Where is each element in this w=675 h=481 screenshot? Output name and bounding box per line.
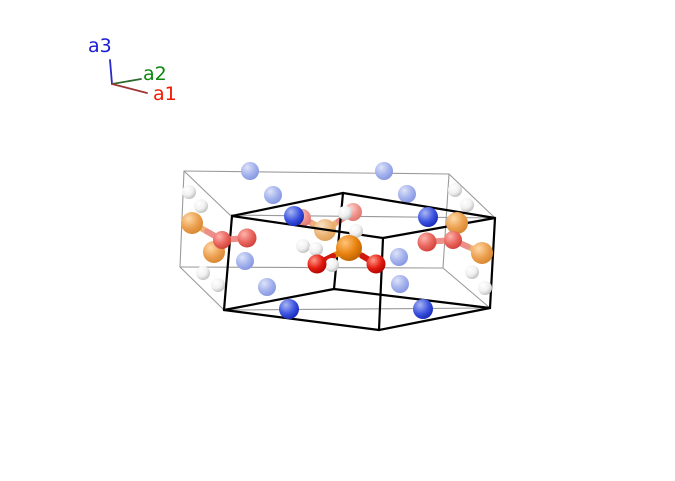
atom-red[interactable] [307, 254, 327, 274]
unit-cell-edge [442, 173, 450, 269]
a2-axis-line [111, 78, 142, 85]
unit-cell-edge [222, 308, 381, 332]
axis-widget [109, 59, 148, 94]
atom-white[interactable] [296, 239, 310, 253]
atom-white[interactable] [196, 266, 210, 280]
atom-red-soft[interactable] [237, 228, 257, 248]
unit-cell-edge [183, 170, 231, 216]
atom-blue[interactable] [418, 207, 438, 227]
atom-white[interactable] [182, 185, 196, 199]
atom-white[interactable] [349, 224, 363, 238]
atom-orange-soft[interactable] [446, 212, 468, 234]
atom-orange-soft[interactable] [471, 242, 493, 264]
unit-cell-edge [442, 267, 491, 309]
atom-blue-faded[interactable] [391, 275, 409, 293]
axis-label-a3: a3 [88, 35, 112, 57]
unit-cell-edge [341, 191, 497, 220]
unit-cell-edge [183, 170, 450, 175]
axis-label-a1: a1 [153, 83, 177, 105]
atom-red-soft[interactable] [417, 232, 437, 252]
atom-white[interactable] [211, 278, 225, 292]
atom-white[interactable] [194, 199, 208, 213]
atom-white[interactable] [478, 281, 492, 295]
unit-cell-edge [230, 191, 345, 218]
atom-orange-soft[interactable] [181, 212, 203, 234]
atom-white[interactable] [465, 265, 479, 279]
unit-cell-edge [222, 214, 234, 312]
atom-red-soft[interactable] [213, 231, 231, 249]
atom-blue-faded[interactable] [398, 185, 416, 203]
atom-white[interactable] [338, 206, 352, 220]
unit-cell-edge [222, 287, 336, 312]
unit-cell-edge [377, 306, 492, 332]
atom-blue-faded[interactable] [264, 186, 282, 204]
a3-axis-line [109, 59, 113, 85]
atom-white[interactable] [325, 258, 339, 272]
atom-blue[interactable] [413, 299, 433, 319]
atom-blue-faded[interactable] [258, 278, 276, 296]
a1-axis-line [111, 83, 148, 94]
atoms-front [181, 183, 493, 319]
unit-cell-edge [377, 236, 385, 332]
unit-cell-edge [488, 216, 497, 310]
atom-blue-faded[interactable] [375, 162, 393, 180]
unit-cell-edge [332, 287, 492, 310]
unit-cell-edge [223, 307, 491, 311]
unit-cell-edge [448, 173, 496, 219]
axis-label-a2: a2 [143, 63, 167, 85]
unit-cell-edge [179, 266, 225, 311]
unit-cell-front-edges [222, 191, 497, 332]
atoms-behind [236, 162, 416, 296]
unit-cell-edge [381, 216, 497, 240]
atom-blue[interactable] [284, 206, 304, 226]
atom-white[interactable] [448, 183, 462, 197]
atom-white[interactable] [460, 198, 474, 212]
atom-red[interactable] [366, 254, 386, 274]
atom-blue-faded[interactable] [241, 162, 259, 180]
atom-red-soft[interactable] [444, 231, 462, 249]
atom-blue-faded[interactable] [390, 248, 408, 266]
atom-blue-faded[interactable] [236, 252, 254, 270]
atom-white[interactable] [309, 242, 323, 256]
atom-blue[interactable] [279, 299, 299, 319]
atom-orange[interactable] [336, 235, 362, 261]
